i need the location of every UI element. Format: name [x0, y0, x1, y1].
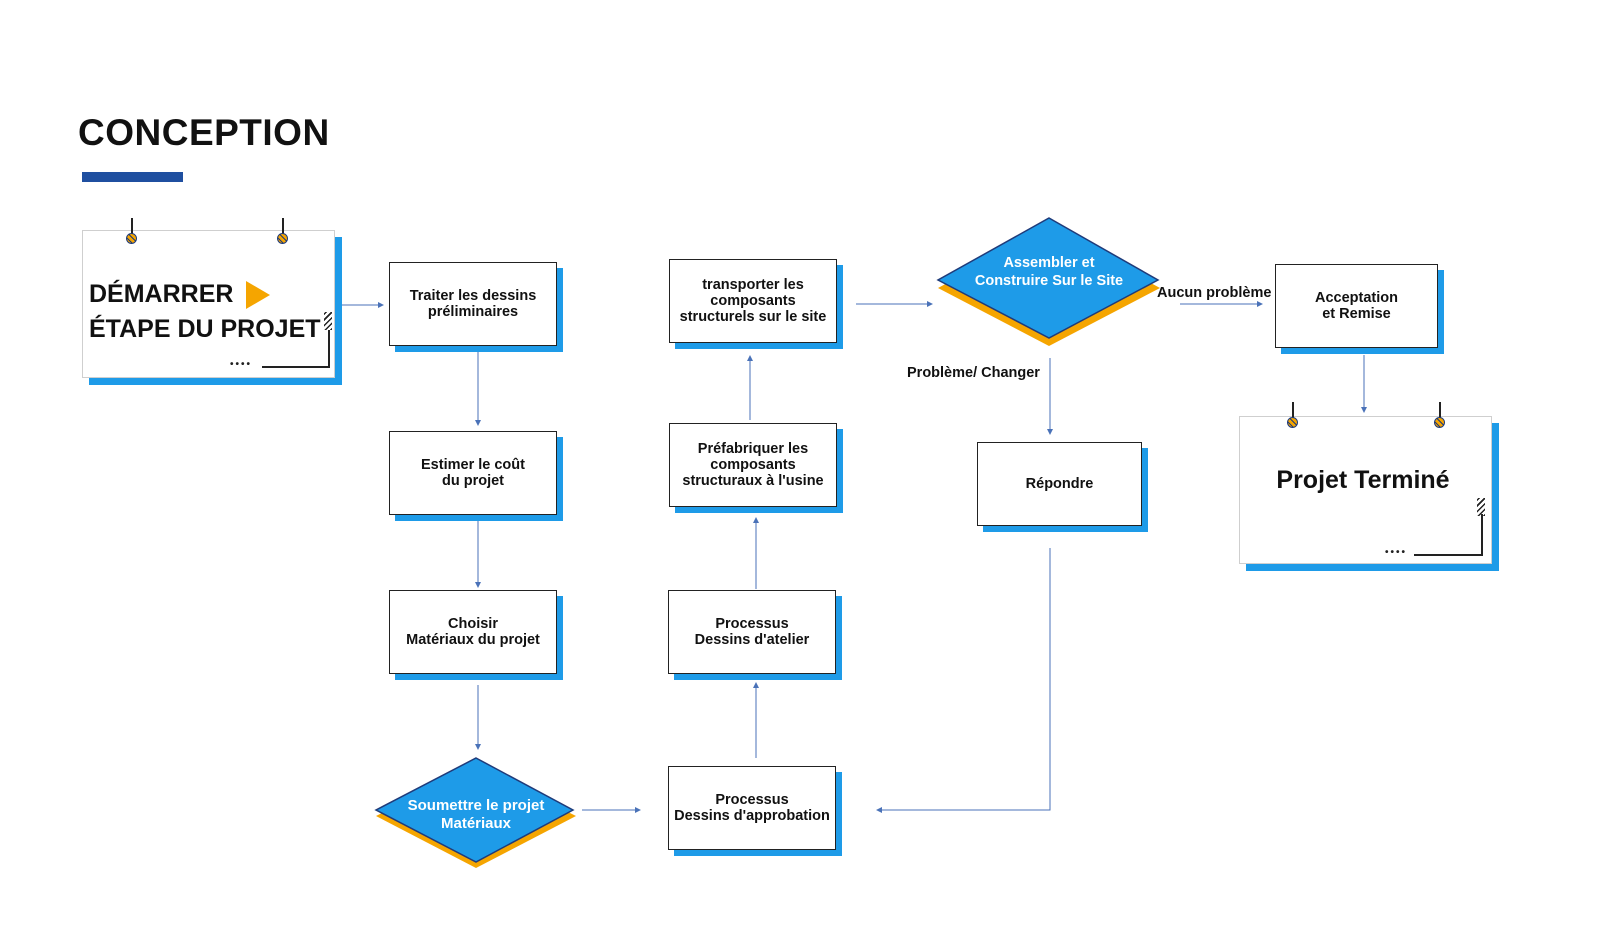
pin-icon [1287, 402, 1299, 430]
step-acceptation: Acceptation et Remise [1275, 264, 1438, 348]
hatch-decoration [1477, 498, 1485, 516]
step-repondre: Répondre [977, 442, 1142, 526]
start-label-line1: DÉMARRER [89, 280, 234, 308]
corner-line-decoration [262, 330, 330, 368]
pin-icon [126, 218, 138, 246]
edge-label-aucun-probleme: Aucun problème [1157, 285, 1272, 301]
start-label-line2: ÉTAPE DU PROJET [89, 315, 321, 343]
dots-decoration: •••• [1385, 547, 1408, 558]
decision-assembler: Assembler et Construire Sur le Site [934, 217, 1164, 346]
title-underline [82, 172, 183, 182]
start-card: DÉMARRER ÉTAPE DU PROJET •••• [82, 218, 342, 383]
hatch-decoration [324, 312, 332, 330]
end-card: Projet Terminé •••• [1239, 402, 1501, 572]
step-prefabriquer: Préfabriquer les composants structuraux … [669, 423, 837, 507]
corner-line-decoration [1414, 514, 1483, 556]
dots-decoration: •••• [230, 359, 253, 370]
step-choisir: Choisir Matériaux du projet [389, 590, 557, 674]
step-approbation: Processus Dessins d'approbation [668, 766, 836, 850]
step-estimer: Estimer le coût du projet [389, 431, 557, 515]
edge-label-probleme-changer: Problème/ Changer [907, 365, 1040, 381]
step-transporter: transporter les composants structurels s… [669, 259, 837, 343]
pin-icon [1434, 402, 1446, 430]
page-title: CONCEPTION [78, 112, 330, 153]
arrow-repondre-to-approbation [876, 548, 1051, 813]
pin-icon [277, 218, 289, 246]
step-atelier: Processus Dessins d'atelier [668, 590, 836, 674]
end-label: Projet Terminé [1276, 466, 1450, 494]
decision-soumettre: Soumettre le projet Matériaux [373, 757, 579, 870]
play-triangle-icon [246, 281, 270, 309]
step-traiter: Traiter les dessins préliminaires [389, 262, 557, 346]
